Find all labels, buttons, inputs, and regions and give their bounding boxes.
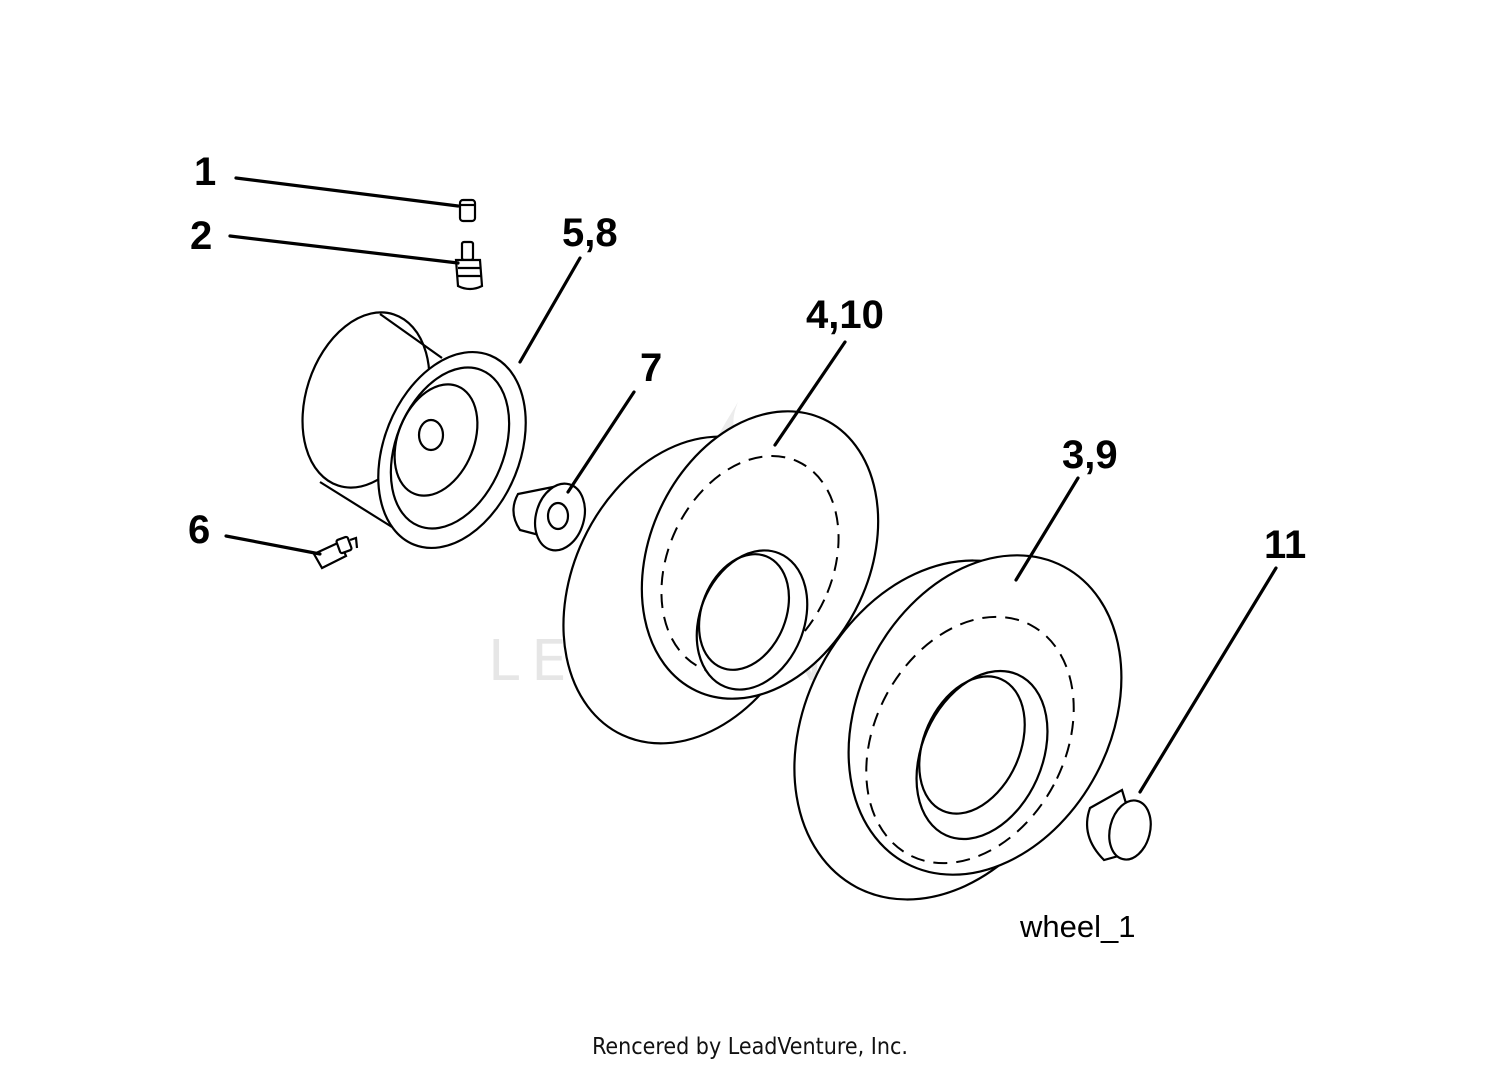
callout-2: 2 — [190, 214, 212, 258]
hub-cap-part — [1086, 788, 1152, 862]
valve-stem-part — [454, 240, 484, 291]
callout-3-9: 3,9 — [1062, 433, 1118, 477]
callout-4-10: 4,10 — [806, 293, 884, 337]
grease-fitting-part — [312, 535, 359, 570]
footer-credit: Rencered by LeadVenture, Inc. — [592, 1034, 908, 1060]
callout-1: 1 — [194, 150, 216, 194]
valve-cap-part — [458, 198, 477, 223]
callout-5-8: 5,8 — [562, 211, 618, 255]
bushing-part — [512, 482, 587, 552]
diagram-name: wheel_1 — [1019, 909, 1135, 944]
front-tire-part — [562, 410, 880, 745]
leader-lines — [224, 176, 1278, 794]
rim-part — [301, 311, 527, 550]
rear-tire-part — [793, 554, 1123, 901]
callout-7: 7 — [640, 346, 662, 390]
callout-11: 11 — [1264, 523, 1306, 567]
callout-6: 6 — [188, 508, 210, 552]
